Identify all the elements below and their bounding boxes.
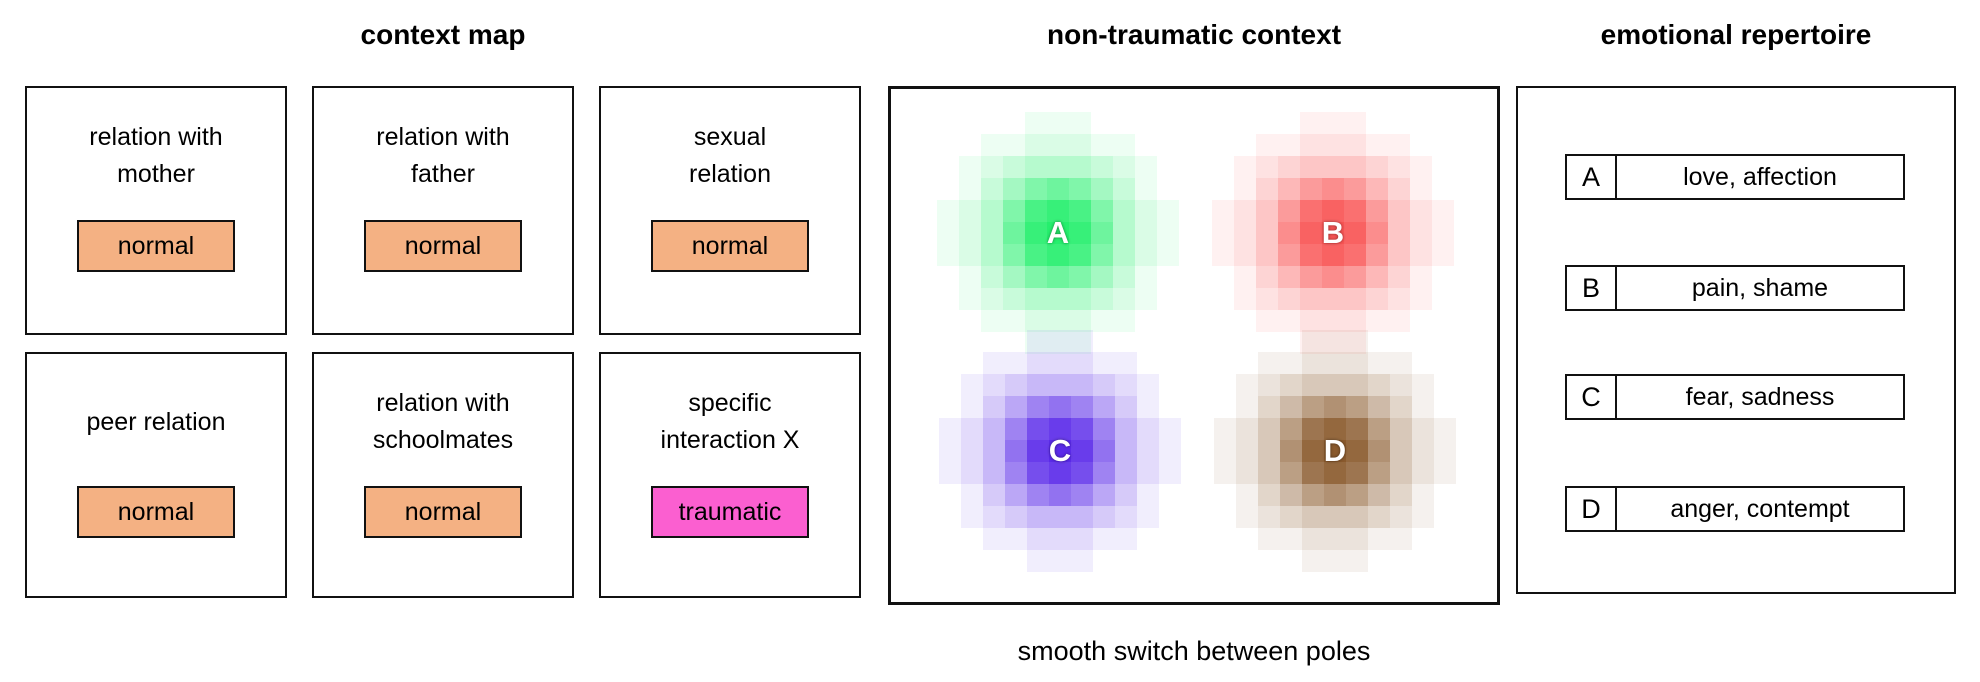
- context-box-label: relation with mother: [89, 123, 223, 188]
- blob-heatmap: [937, 112, 1179, 354]
- legend-row-a: A love, affection: [1565, 154, 1905, 200]
- status-badge: normal: [77, 220, 235, 272]
- legend-label: pain, shame: [1615, 265, 1905, 311]
- emotion-blob-a: A: [937, 112, 1179, 354]
- status-badge: traumatic: [651, 486, 809, 538]
- status-badge: normal: [77, 486, 235, 538]
- blob-letter: D: [1323, 433, 1347, 468]
- context-box-label: specific interaction X: [660, 389, 800, 454]
- blob-letter: A: [1046, 215, 1070, 250]
- non-traumatic-context-title: non-traumatic context: [1046, 19, 1342, 50]
- emotional-repertoire-title: emotional repertoire: [1600, 19, 1872, 50]
- emotion-blob-d: D: [1214, 330, 1456, 572]
- status-badge: normal: [364, 220, 522, 272]
- legend-key: C: [1565, 374, 1617, 420]
- non-traumatic-context-panel: A B C D: [888, 86, 1500, 605]
- smooth-switch-caption: smooth switch between poles: [1017, 636, 1371, 666]
- blob-letter: B: [1321, 215, 1345, 250]
- emotion-blob-c: C: [939, 330, 1181, 572]
- status-badge: normal: [651, 220, 809, 272]
- legend-label: anger, contempt: [1615, 486, 1905, 532]
- blob-letter: C: [1048, 433, 1072, 468]
- context-box-peer-relation: peer relation normal: [25, 352, 287, 598]
- legend-label: fear, sadness: [1615, 374, 1905, 420]
- legend-row-b: B pain, shame: [1565, 265, 1905, 311]
- status-badge: normal: [364, 486, 522, 538]
- legend-key: A: [1565, 154, 1617, 200]
- blob-heatmap: [939, 330, 1181, 572]
- context-box-relation-with-mother: relation with mother normal: [25, 86, 287, 335]
- context-box-label: relation with schoolmates: [372, 389, 514, 454]
- legend-row-d: D anger, contempt: [1565, 486, 1905, 532]
- legend-key: B: [1565, 265, 1617, 311]
- legend-row-c: C fear, sadness: [1565, 374, 1905, 420]
- blob-heatmap: [1212, 112, 1454, 354]
- context-map-title: context map: [360, 19, 526, 50]
- context-box-sexual-relation: sexual relation normal: [599, 86, 861, 335]
- emotion-blob-b: B: [1212, 112, 1454, 354]
- context-box-label: peer relation: [86, 407, 226, 436]
- blob-heatmap: [1214, 330, 1456, 572]
- context-box-specific-interaction-x: specific interaction X traumatic: [599, 352, 861, 598]
- emotional-repertoire-panel: A love, affection B pain, shame C fear, …: [1516, 86, 1956, 594]
- context-box-relation-with-father: relation with father normal: [312, 86, 574, 335]
- context-box-label: relation with father: [376, 123, 510, 188]
- context-box-label: sexual relation: [689, 123, 771, 188]
- legend-label: love, affection: [1615, 154, 1905, 200]
- legend-key: D: [1565, 486, 1617, 532]
- context-box-relation-with-schoolmates: relation with schoolmates normal: [312, 352, 574, 598]
